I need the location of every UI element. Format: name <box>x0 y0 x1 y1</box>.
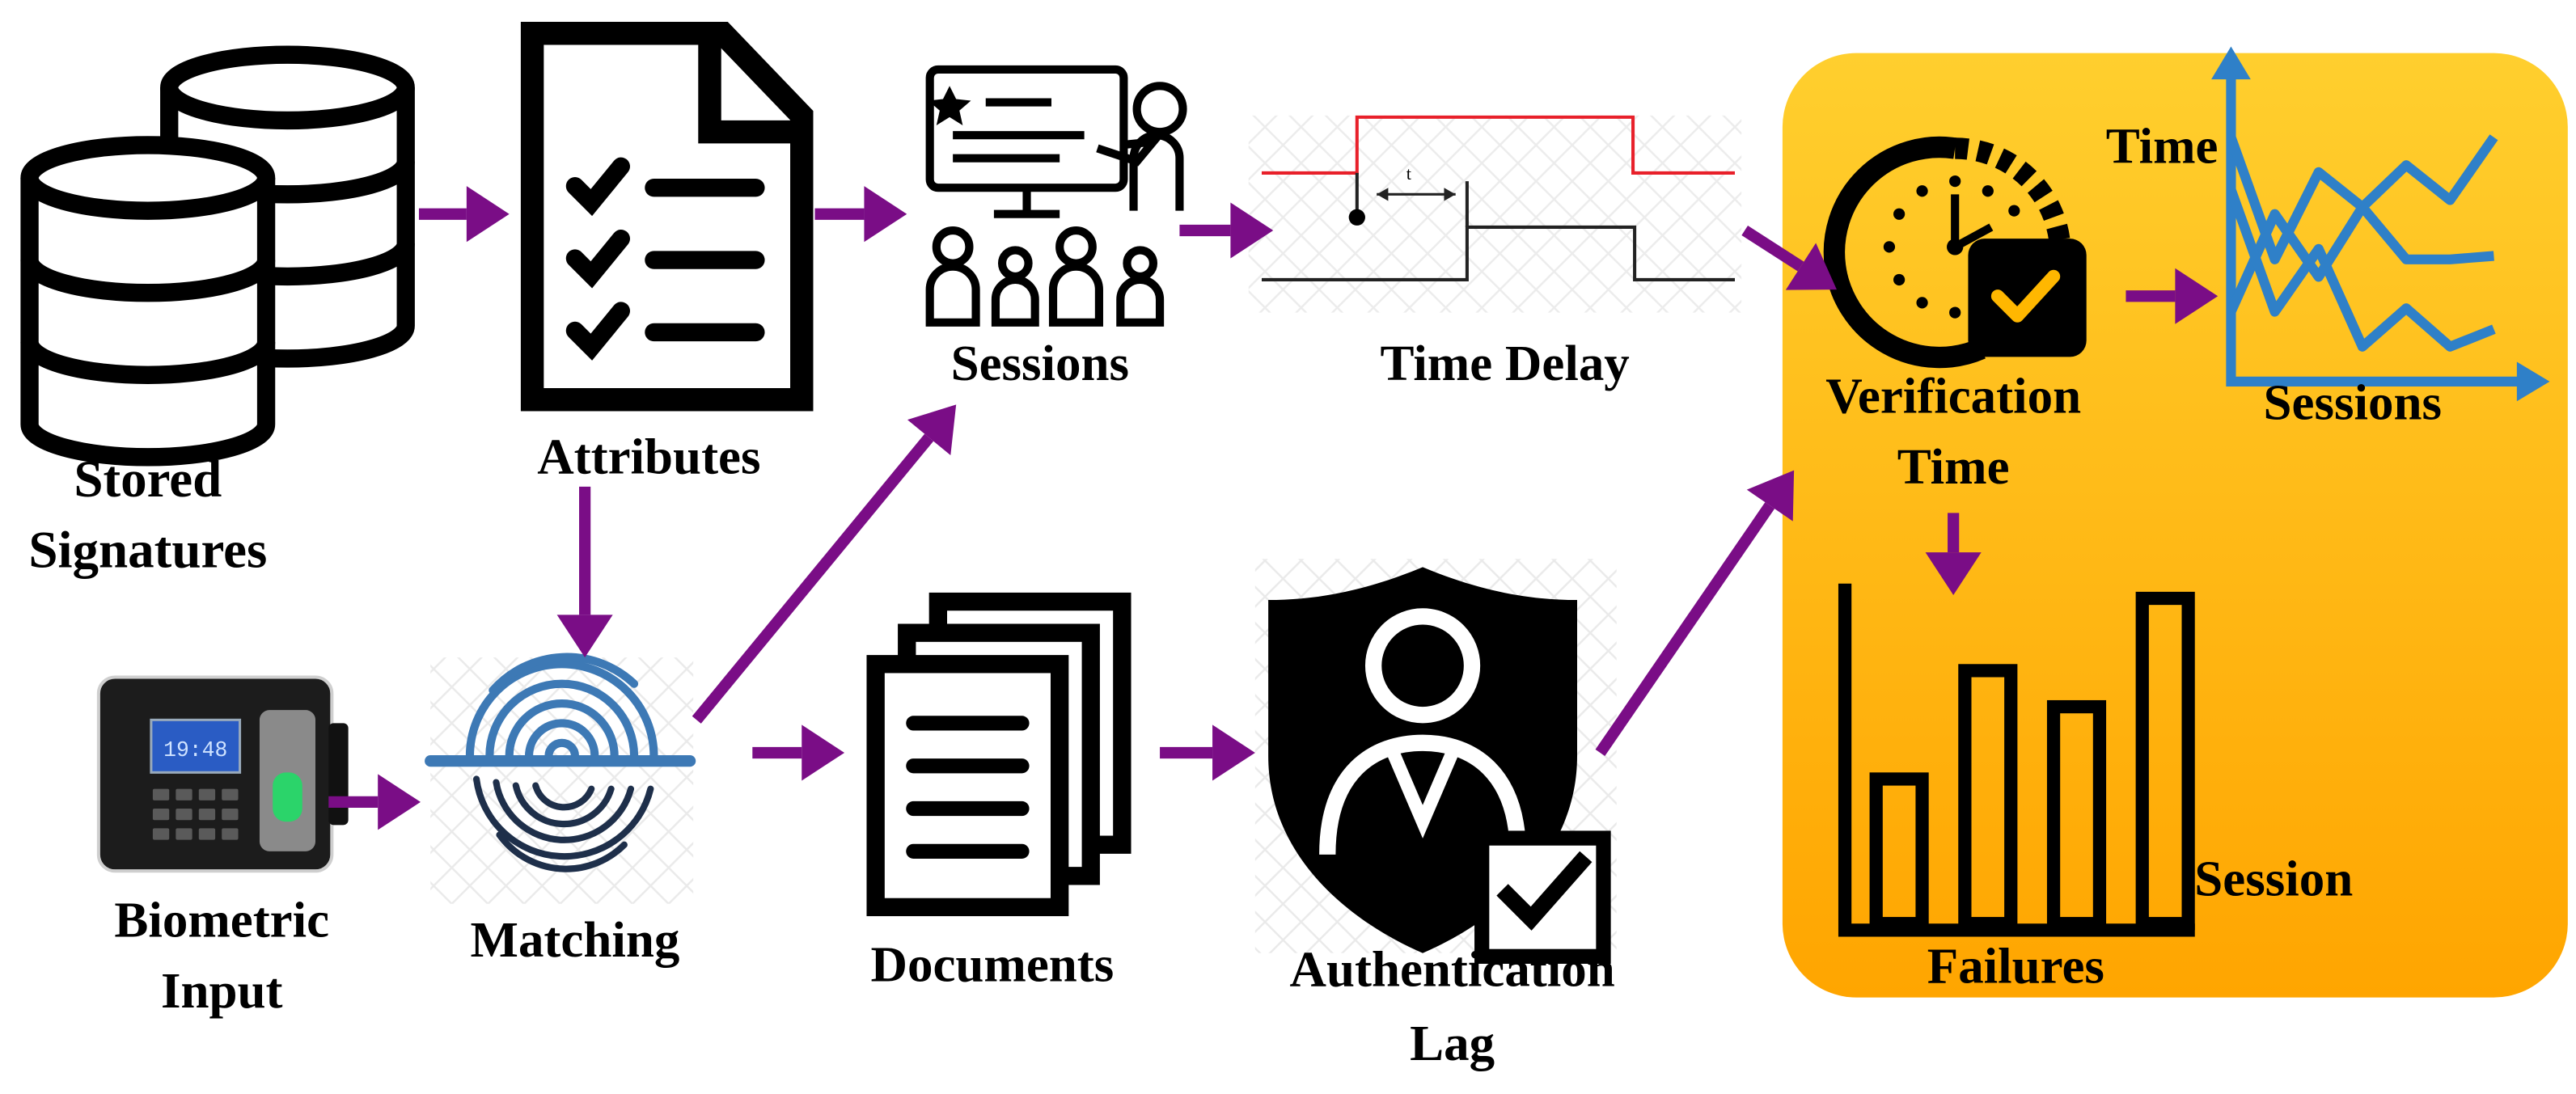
checklist-icon <box>520 22 814 412</box>
bar-chart-y-axis-label: Failures <box>1927 937 2104 994</box>
sessions-label: Sessions <box>951 335 1129 391</box>
authentication-lag-label-line1: Authentication <box>1290 940 1615 997</box>
arrow-biometric-to-matching <box>328 774 421 830</box>
arrow-signatures-to-attributes <box>418 186 510 243</box>
fingerprint-icon <box>425 653 696 767</box>
line-chart-x-arrowhead <box>2516 361 2550 402</box>
timing-diagram-background <box>1248 115 1742 313</box>
biometric-device-icon: 19:48 <box>96 675 349 873</box>
line-chart <box>2211 46 2550 402</box>
arrow-attributes-to-sessions <box>814 186 907 243</box>
arrow-matching-to-documents <box>752 724 845 781</box>
line-chart-y-arrowhead <box>2211 46 2251 80</box>
database-icon <box>20 45 415 467</box>
line-chart-series-3 <box>2226 188 2496 352</box>
arrow-sessions-to-timedelay <box>1179 202 1274 259</box>
attributes-label: Attributes <box>537 429 760 485</box>
bar-chart <box>1838 583 2195 937</box>
biometric-input-label-line1: Biometric <box>114 891 329 948</box>
clock-check-icon <box>1823 136 2087 369</box>
verification-time-label-line1: Verification <box>1825 367 2081 424</box>
arrow-documents-to-shield <box>1160 724 1255 781</box>
shield-user-icon <box>1268 567 1611 964</box>
biometric-input-label-line2: Input <box>161 962 283 1019</box>
matching-label: Matching <box>471 911 680 968</box>
line-chart-x-axis-label: Sessions <box>2264 374 2442 431</box>
stored-signatures-label-line2: Signatures <box>28 521 267 579</box>
flow-arrows <box>328 186 2219 830</box>
authentication-lag-label-line2: Lag <box>1410 1015 1495 1071</box>
bar-chart-bar-4 <box>2135 591 2195 931</box>
line-chart-axes <box>2226 69 2527 386</box>
device-screen-text: 19:48 <box>163 738 227 762</box>
verification-time-label-line2: Time <box>1897 438 2010 495</box>
arrow-timedelay-to-verification <box>1741 226 1837 290</box>
line-chart-y-axis-label: Time <box>2106 118 2219 175</box>
timing-t-label: t <box>1406 163 1412 184</box>
documents-label: Documents <box>871 936 1115 992</box>
timing-black-signal <box>1262 225 1735 281</box>
bar-chart-bar-3 <box>2046 699 2107 931</box>
bar-chart-bar-1 <box>1869 772 1929 931</box>
arrow-shield-to-verification <box>1595 470 1795 756</box>
classroom-icon <box>925 65 1187 327</box>
arrow-verification-to-barchart <box>1925 513 1982 595</box>
arrow-matching-to-sessions <box>692 404 957 724</box>
timing-diagram <box>1262 115 1735 281</box>
fingerprint-lower-icon <box>473 775 654 872</box>
arrow-attributes-to-matching <box>556 486 613 658</box>
bar-chart-bar-2 <box>1958 664 2018 931</box>
timing-red-signal <box>1262 115 1735 175</box>
arrow-verification-to-linechart <box>2126 268 2219 324</box>
stored-signatures-label-line1: Stored <box>74 450 222 509</box>
bar-chart-x-axis-label: Session <box>2194 851 2353 907</box>
line-chart-series-2 <box>2226 201 2494 315</box>
documents-icon <box>866 592 1131 917</box>
time-delay-label: Time Delay <box>1380 335 1629 391</box>
